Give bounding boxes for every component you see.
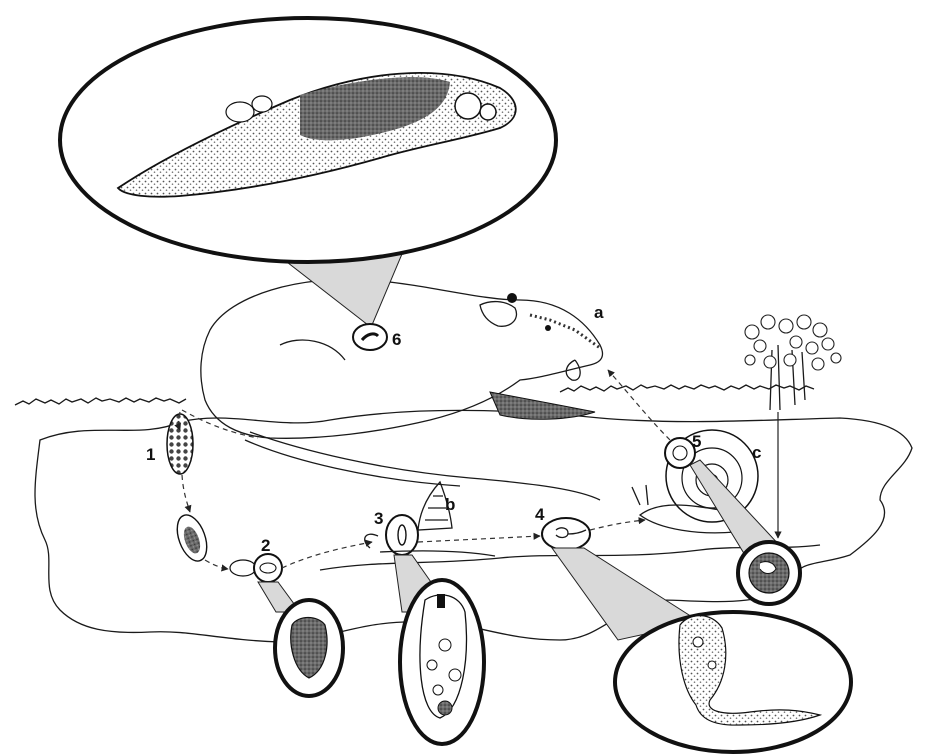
host-label-c: c bbox=[752, 443, 761, 462]
stage-6-marker bbox=[353, 324, 387, 350]
stage-label-4: 4 bbox=[535, 505, 545, 524]
arrow-sporocyst-to-cercaria bbox=[418, 536, 540, 542]
stage-3-snail-host bbox=[365, 482, 495, 744]
grass-line-left bbox=[15, 398, 186, 405]
stage-5-snail-host bbox=[632, 430, 800, 604]
stage-label-3: 3 bbox=[374, 509, 383, 528]
stage-label-2: 2 bbox=[261, 536, 270, 555]
arrow-egg-development bbox=[182, 475, 190, 512]
stage-1-egg bbox=[167, 414, 193, 474]
arrow-egg-to-miracidium bbox=[205, 560, 228, 569]
arrow-miracidium-to-snail bbox=[282, 542, 372, 568]
stage-label-6: 6 bbox=[392, 330, 401, 349]
host-label-a: a bbox=[594, 303, 604, 322]
stage-2-miracidium bbox=[230, 554, 343, 696]
arrow-cercaria-to-snail bbox=[590, 520, 645, 530]
tree-vegetation bbox=[745, 315, 841, 410]
stage-label-5: 5 bbox=[692, 432, 701, 451]
stage-1-egg-embryonated bbox=[172, 511, 213, 565]
rat-host bbox=[201, 279, 603, 500]
stage-label-1: 1 bbox=[146, 445, 155, 464]
zoom-callout-adult-worm bbox=[60, 18, 556, 325]
host-label-b: b bbox=[445, 495, 455, 514]
arrow-snail-to-rat bbox=[608, 370, 670, 440]
stage-4-cercaria bbox=[542, 518, 851, 752]
grass-line-right bbox=[560, 385, 814, 392]
